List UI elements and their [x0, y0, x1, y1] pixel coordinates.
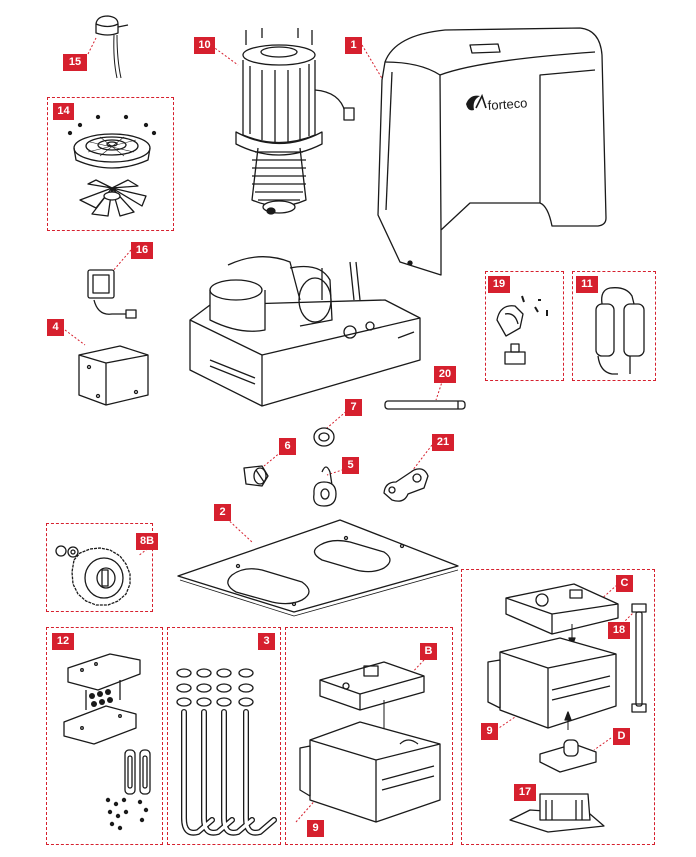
part-5-key	[313, 466, 337, 507]
label-16: 16	[131, 242, 153, 259]
label-c: C	[616, 575, 633, 592]
part-12-brackets	[63, 653, 151, 831]
label-6: 6	[279, 438, 296, 455]
label-19: 19	[488, 276, 510, 293]
part-1-cover	[377, 27, 607, 276]
part-9-control-unit-b	[299, 661, 441, 823]
label-17: 17	[514, 784, 536, 801]
part-9-control-unit-c-d	[487, 583, 647, 833]
label-20: 20	[434, 366, 456, 383]
part-11-capacitors	[595, 287, 645, 375]
label-12: 12	[52, 633, 74, 650]
part-6-knob	[243, 465, 269, 487]
label-9-left: 9	[307, 820, 324, 837]
group-box-9-b	[285, 627, 453, 845]
label-5: 5	[342, 457, 359, 474]
group-box-19	[485, 271, 564, 381]
part-10-motor	[235, 28, 355, 215]
part-20-shaft	[384, 400, 466, 410]
part-7-washer	[313, 427, 335, 447]
part-16-sensor	[87, 269, 137, 319]
part-21-bracket	[383, 468, 429, 502]
part-19-fittings	[496, 295, 548, 365]
label-18: 18	[608, 622, 630, 639]
label-b: B	[420, 643, 437, 660]
label-10: 10	[194, 37, 215, 54]
label-4: 4	[47, 319, 64, 336]
part-4-box	[78, 345, 149, 406]
label-11: 11	[576, 276, 598, 293]
base-housing	[189, 256, 421, 407]
label-8b: 8B	[136, 533, 158, 550]
label-d: D	[613, 728, 630, 745]
part-15-sensor	[95, 15, 129, 79]
group-box-8b	[46, 523, 153, 612]
label-14: 14	[53, 103, 74, 120]
label-1: 1	[345, 37, 362, 54]
part-3-anchor-bolts	[176, 668, 277, 836]
label-2: 2	[214, 504, 231, 521]
part-2-gasket	[177, 519, 459, 617]
group-box-14	[47, 97, 174, 231]
label-7: 7	[345, 399, 362, 416]
group-box-11	[572, 271, 656, 381]
part-8b-gear	[55, 545, 131, 606]
group-box-12	[46, 627, 163, 845]
brand-name: forteco	[487, 95, 528, 113]
forteco-logo: forteco	[466, 93, 528, 113]
group-box-3	[167, 627, 281, 845]
group-box-9-c-d	[461, 569, 655, 845]
part-14-fan	[67, 114, 157, 217]
label-3: 3	[258, 633, 275, 650]
label-21: 21	[432, 434, 454, 451]
label-15: 15	[63, 54, 87, 71]
label-9-right: 9	[481, 723, 498, 740]
